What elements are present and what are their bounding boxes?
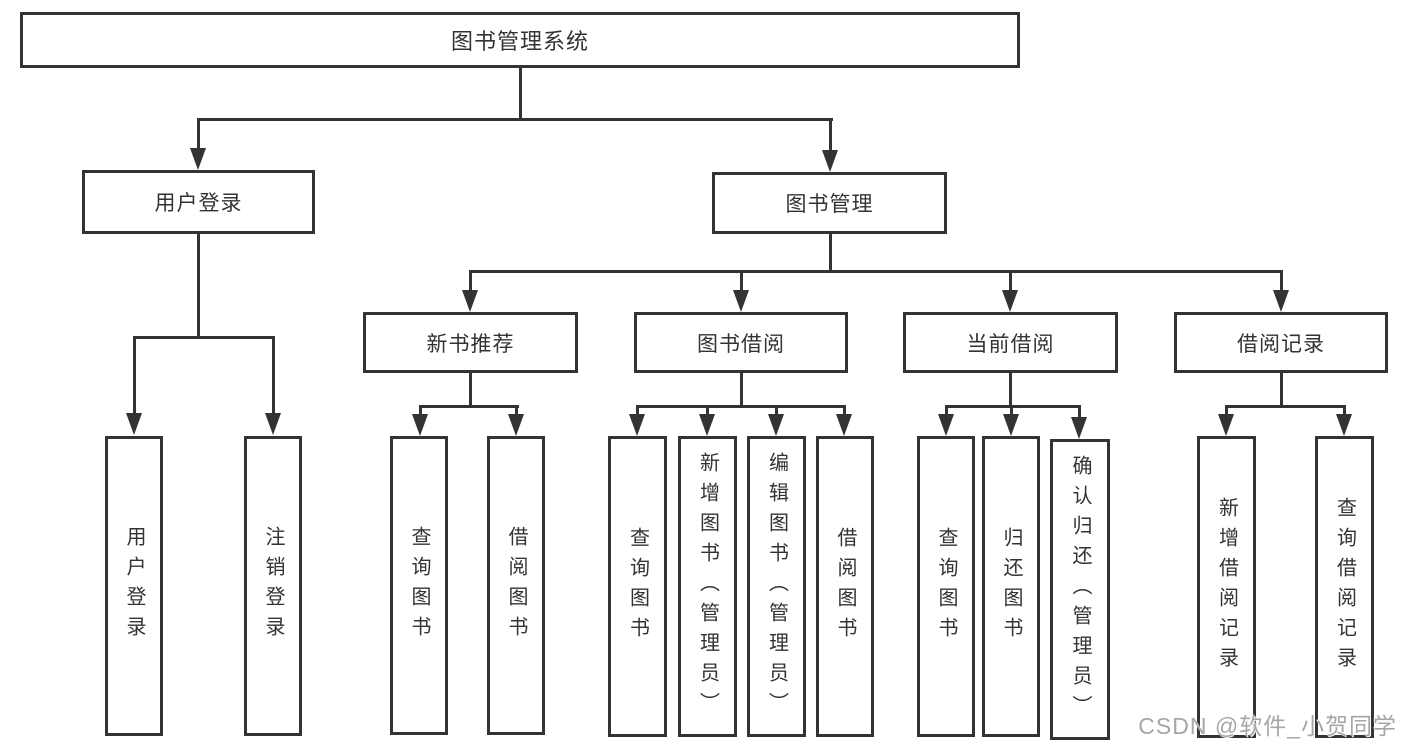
connector-line [1280,272,1283,290]
connector-line [706,406,709,416]
connector-line [1010,406,1013,416]
node-label: 新书推荐 [426,332,515,356]
leaf-borrow-books: 借阅图书 [816,436,874,737]
connector-line [1078,406,1081,418]
arrowhead-down [1336,414,1352,436]
node-book-borrowing: 图书借阅 [634,312,848,373]
leaf-user-login: 用户登录 [105,436,163,736]
node-book-management: 图书管理 [712,172,947,234]
leaf-query-books: 查询图书 [390,436,448,735]
arrowhead-down [412,414,428,436]
arrowhead-down [462,290,478,312]
connector-line [1343,406,1346,416]
arrowhead-down [733,290,749,312]
node-label: 借阅图书 [834,526,856,647]
leaf-borrow-books: 借阅图书 [487,436,545,735]
connector-line [519,68,522,121]
node-user-login: 用户登录 [82,170,315,234]
arrowhead-down [1071,417,1087,439]
leaf-logout: 注销登录 [244,436,302,736]
arrowhead-down [1003,414,1019,436]
leaf-query-borrow-record: 查询借阅记录 [1315,436,1374,738]
connector-line [1009,373,1012,407]
arrowhead-down [938,414,954,436]
connector-line [272,338,275,415]
connector-line [829,234,832,272]
node-label: 归还图书 [1000,526,1022,647]
node-label: 编辑图书（管理员） [765,451,788,722]
connector-line [419,406,422,416]
node-label: 查询图书 [935,526,957,647]
node-library-management-system: 图书管理系统 [20,12,1020,68]
node-borrowing-records: 借阅记录 [1174,312,1388,373]
arrowhead-down [1002,290,1018,312]
arrowhead-down [265,413,281,435]
connector-line [197,120,200,150]
leaf-confirm-return-admin: 确认归还（管理员） [1050,439,1110,740]
connector-line [740,373,743,407]
node-label: 注销登录 [262,526,284,646]
connector-line [469,272,472,290]
connector-line [1225,405,1346,408]
node-label: 查询图书 [626,526,649,647]
csdn-watermark: CSDN @软件_小贺同学 [1138,713,1397,739]
connector-line [1280,373,1283,407]
arrowhead-down [190,148,206,170]
arrowhead-down [126,413,142,435]
arrowhead-down [822,150,838,172]
arrowhead-down [836,414,852,436]
connector-line [829,120,832,152]
connector-line [419,405,519,408]
connector-line [740,272,743,290]
node-label: 确认归还（管理员） [1069,454,1091,725]
connector-line [197,118,833,121]
leaf-edit-books-admin: 编辑图书（管理员） [747,436,806,737]
connector-line [469,270,1283,273]
connector-line [945,406,948,416]
node-label: 新增借阅记录 [1215,497,1238,677]
connector-line [945,405,1081,408]
connector-line [843,406,846,416]
arrowhead-down [629,414,645,436]
leaf-add-books-admin: 新增图书（管理员） [678,436,737,737]
leaf-query-books: 查询图书 [608,436,667,737]
connector-line [515,406,518,416]
leaf-return-books: 归还图书 [982,436,1040,737]
connector-line [636,405,846,408]
connector-line [1009,272,1012,290]
node-current-borrowing: 当前借阅 [903,312,1118,373]
arrowhead-down [508,414,524,436]
node-label: 用户登录 [154,192,243,215]
node-label: 图书管理 [785,193,874,216]
node-label: 借阅图书 [505,525,527,646]
leaf-query-books: 查询图书 [917,436,975,737]
connector-line [133,336,275,339]
arrowhead-down [699,414,715,436]
connector-line [636,406,639,416]
node-label: 新增图书（管理员） [696,451,719,722]
arrowhead-down [1273,290,1289,312]
node-label: 图书管理系统 [450,29,589,54]
node-label: 查询图书 [408,525,430,646]
connector-line [469,373,472,407]
arrowhead-down [768,414,784,436]
node-label: 当前借阅 [966,332,1055,356]
node-new-book-recommendation: 新书推荐 [363,312,578,373]
connector-line [197,234,200,338]
node-label: 图书借阅 [697,332,785,356]
node-label: 用户登录 [123,526,145,646]
connector-line [133,338,136,415]
arrowhead-down [1218,414,1234,436]
leaf-add-borrow-record: 新增借阅记录 [1197,436,1256,738]
node-label: 查询借阅记录 [1333,497,1356,677]
node-label: 借阅记录 [1237,332,1325,356]
connector-line [1225,406,1228,416]
connector-line [775,406,778,416]
